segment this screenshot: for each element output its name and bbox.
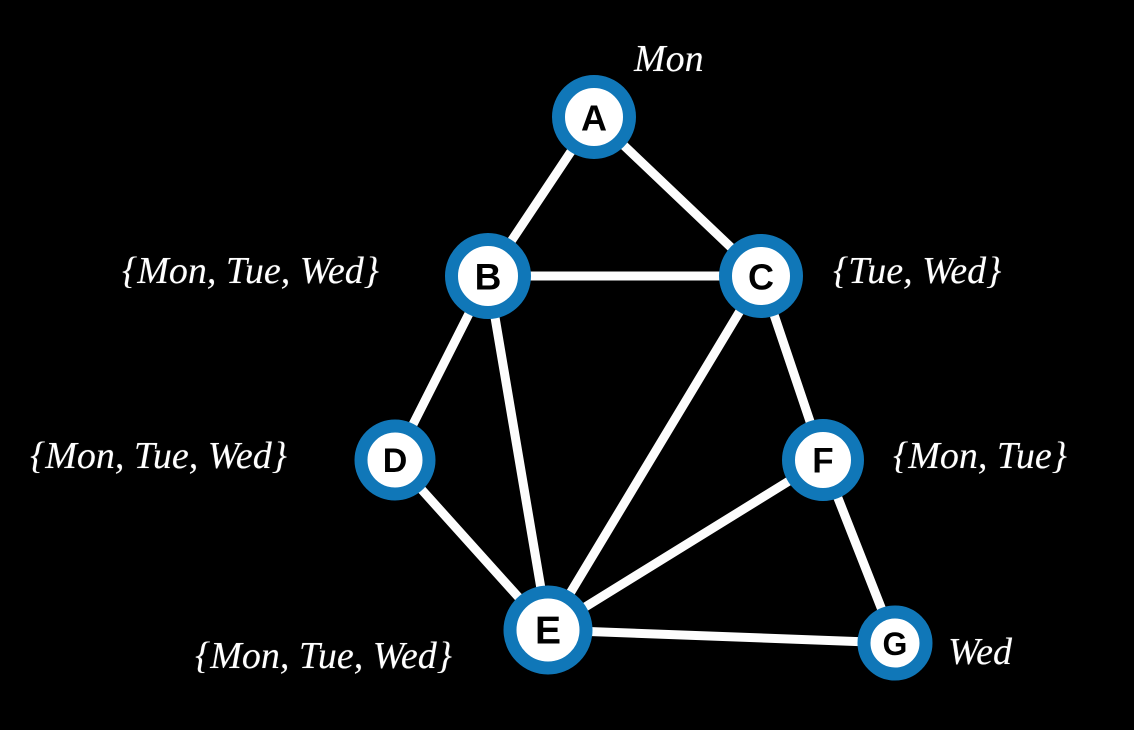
edge-e-f bbox=[578, 474, 797, 613]
edge-b-d bbox=[406, 306, 475, 433]
nodes-layer: A B C D E F G bbox=[354, 75, 933, 681]
node-d[interactable]: D bbox=[354, 419, 436, 501]
node-f[interactable]: F bbox=[782, 419, 864, 501]
edges-layer bbox=[406, 138, 888, 647]
domain-label-f: {Mon, Tue} bbox=[893, 435, 1067, 477]
node-circle-d bbox=[354, 419, 436, 501]
node-circle-g bbox=[857, 605, 933, 681]
node-g[interactable]: G bbox=[857, 605, 933, 681]
domain-label-d: {Mon, Tue, Wed} bbox=[30, 435, 287, 477]
node-label-g: G bbox=[883, 626, 908, 662]
node-circle-f bbox=[782, 419, 864, 501]
domain-label-c: {Tue, Wed} bbox=[833, 250, 1002, 292]
node-e[interactable]: E bbox=[503, 585, 593, 675]
edge-f-g bbox=[832, 489, 888, 617]
node-circle-c bbox=[719, 234, 803, 318]
edge-c-e bbox=[564, 304, 746, 600]
node-c[interactable]: C bbox=[719, 234, 803, 318]
edge-a-c bbox=[617, 138, 738, 255]
node-b[interactable]: B bbox=[445, 233, 531, 319]
domain-label-a: Mon bbox=[634, 38, 704, 80]
node-label-d: D bbox=[383, 442, 408, 480]
domain-label-b: {Mon, Tue, Wed} bbox=[122, 250, 379, 292]
node-circle-e bbox=[503, 585, 593, 675]
node-circle-b bbox=[445, 233, 531, 319]
node-a[interactable]: A bbox=[552, 75, 636, 159]
edge-a-b bbox=[505, 144, 578, 249]
node-label-b: B bbox=[475, 257, 502, 298]
node-label-e: E bbox=[535, 610, 561, 653]
domain-label-g: Wed bbox=[948, 631, 1013, 673]
edge-c-f bbox=[768, 307, 816, 430]
edge-d-e bbox=[414, 482, 526, 605]
node-label-f: F bbox=[812, 442, 833, 481]
edge-b-e bbox=[490, 309, 546, 595]
edge-e-g bbox=[584, 627, 867, 647]
node-label-c: C bbox=[748, 257, 774, 298]
domain-label-e: {Mon, Tue, Wed} bbox=[195, 635, 452, 677]
node-label-a: A bbox=[581, 98, 607, 139]
node-circle-a bbox=[552, 75, 636, 159]
